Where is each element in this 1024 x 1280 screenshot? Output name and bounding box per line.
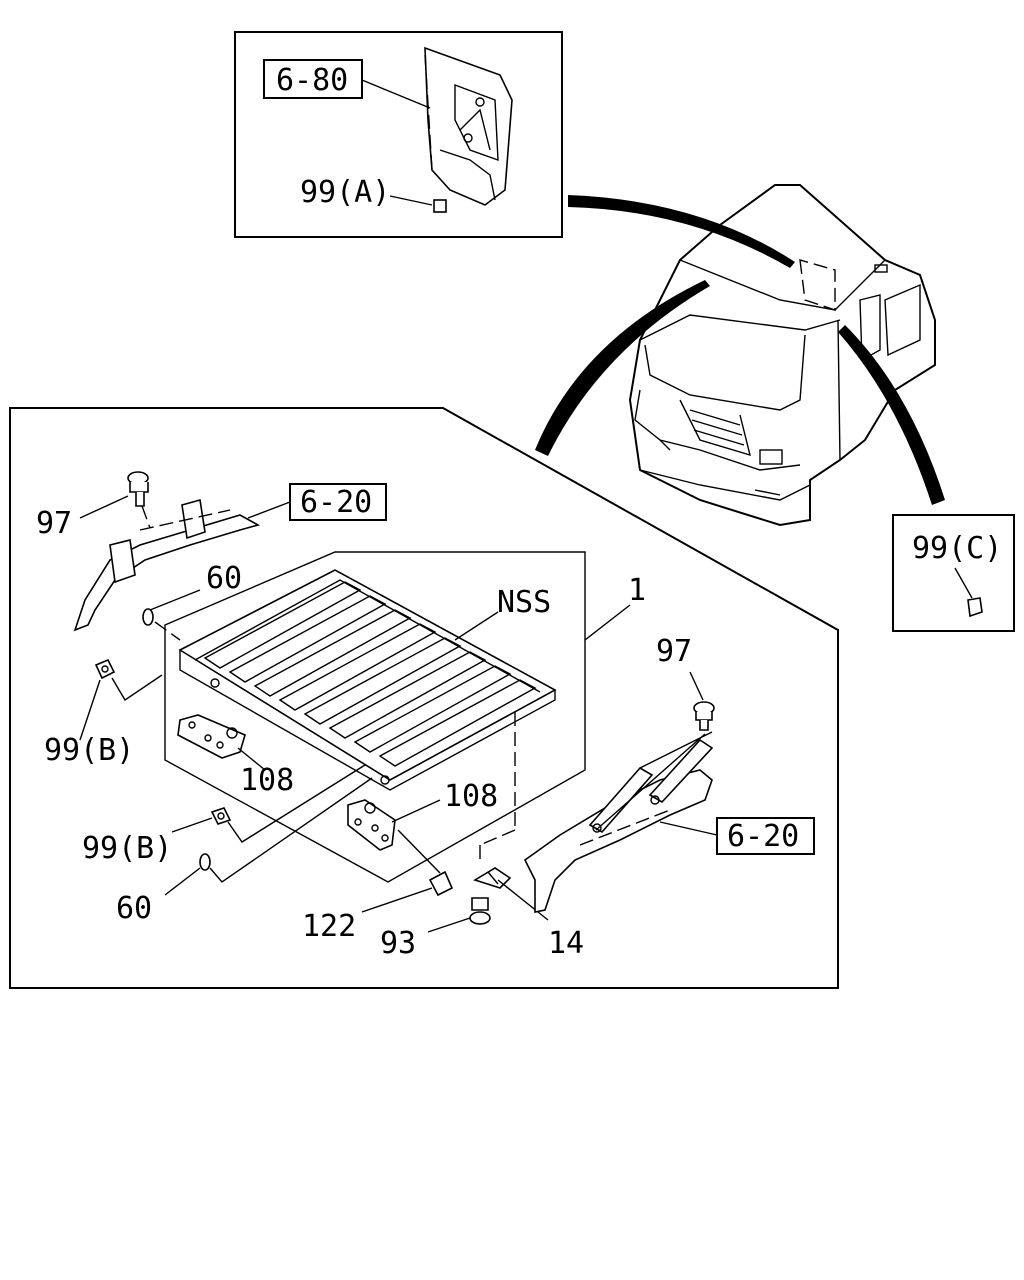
label-108-right: 108 xyxy=(444,779,498,814)
label-60-top: 60 xyxy=(206,561,242,596)
truck-cab xyxy=(628,184,936,527)
ref-box-6-80 xyxy=(263,59,363,99)
cap-60-bottom xyxy=(164,777,373,896)
bracket-108-left xyxy=(177,714,266,771)
label-60-bottom: 60 xyxy=(116,891,152,926)
label-99b-bottom: 99(B) xyxy=(82,831,172,866)
clip-99c xyxy=(967,597,983,618)
clip-99b-bottom xyxy=(171,764,366,843)
label-14: 14 xyxy=(548,926,584,961)
clip-14 xyxy=(473,867,549,921)
label-99c: 99(C) xyxy=(912,531,1002,566)
label-6-80: 6-80 xyxy=(276,63,348,98)
part-122 xyxy=(361,829,454,913)
label-122: 122 xyxy=(302,909,356,944)
label-97-left: 97 xyxy=(36,506,72,541)
label-99b-top: 99(B) xyxy=(44,733,134,768)
label-108-left: 108 xyxy=(240,763,294,798)
label-1: 1 xyxy=(628,573,646,608)
roof-panel xyxy=(164,551,631,883)
clip-99a xyxy=(433,199,447,213)
label-6-20-right: 6-20 xyxy=(727,819,799,854)
clip-99b-top xyxy=(79,658,163,741)
right-roof-rail xyxy=(523,731,815,913)
bracket-part-6-80 xyxy=(424,46,513,206)
left-roof-rail xyxy=(73,483,387,632)
bolt-97-right xyxy=(689,671,715,731)
leader-swooshes xyxy=(535,195,945,505)
label-nss: NSS xyxy=(497,585,551,620)
label-6-20-left: 6-20 xyxy=(300,485,372,520)
label-93: 93 xyxy=(380,926,416,961)
bolt-93 xyxy=(427,897,491,933)
label-99a: 99(A) xyxy=(300,175,390,210)
inset-box-99c xyxy=(892,514,1015,632)
inset-box-top xyxy=(234,31,563,238)
ref-box-6-20-right xyxy=(716,817,815,855)
labels: 6-80 99(A) 99(C) 97 6-20 60 NSS 1 97 99(… xyxy=(36,63,1002,961)
bracket-108-right xyxy=(347,799,441,851)
label-97-right: 97 xyxy=(656,634,692,669)
main-frame xyxy=(9,407,839,989)
cap-60-top xyxy=(142,589,201,641)
bolt-97-left xyxy=(79,471,151,529)
